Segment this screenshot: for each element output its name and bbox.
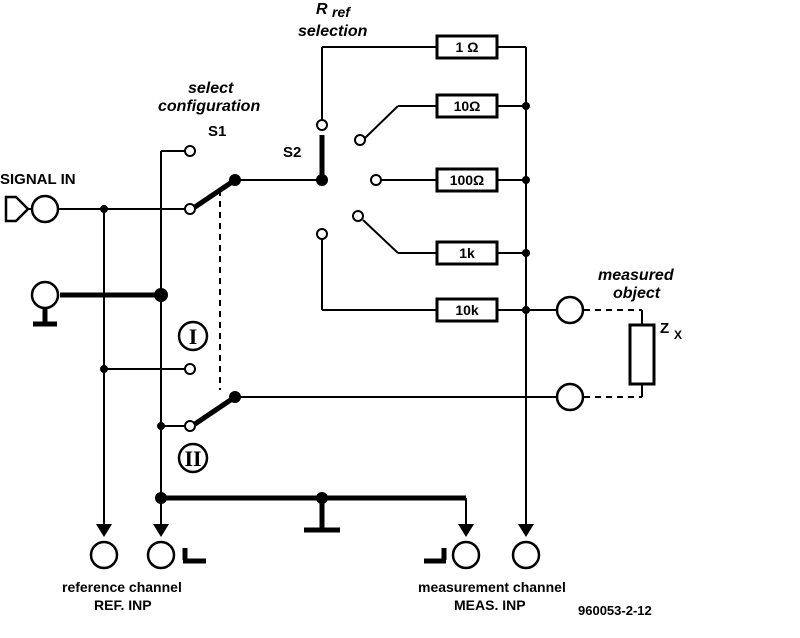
resistor-100ohm: 100Ω (435, 167, 499, 193)
resistor-10k: 10k (435, 297, 499, 323)
config-two-label: II (184, 446, 201, 471)
select-label: select (188, 80, 234, 97)
resistor-1k: 1k (435, 240, 499, 266)
meas-channel-terminal (511, 540, 541, 570)
zx-label-sub: X (674, 328, 682, 342)
config-two-marker: II (177, 442, 209, 474)
ground-terminal (30, 280, 60, 310)
configuration-label: configuration (158, 98, 260, 115)
rref-selection-label: selection (298, 23, 368, 40)
ground-symbols (33, 308, 447, 564)
object-label: object (613, 285, 661, 302)
resistor-label-1k: 1k (459, 245, 475, 261)
switch-s2 (316, 119, 382, 240)
s1-label: S1 (208, 123, 226, 140)
config-one-label: I (189, 324, 198, 349)
terminals (30, 194, 585, 570)
measured-object-terminal-bottom (555, 382, 585, 412)
signal-in-arrow (4, 195, 32, 223)
ref-channel-terminal (89, 540, 119, 570)
meas-ground-terminal (451, 540, 481, 570)
config-one-marker: I (177, 320, 209, 352)
arrow-heads (96, 524, 534, 537)
signal-in-label: SIGNAL IN (0, 171, 76, 188)
zx-label-z: Z (660, 320, 669, 337)
measured-object-terminal-top (555, 295, 585, 325)
resistor-label-10ohm: 10Ω (454, 98, 481, 114)
signal-in-terminal (30, 194, 60, 224)
s2-label: S2 (283, 144, 301, 161)
resistor-label-10k: 10k (455, 302, 479, 318)
resistor-label-1ohm: 1 Ω (456, 39, 479, 55)
resistor-1ohm: 1 Ω (435, 34, 499, 60)
junction-dots (100, 102, 530, 504)
ref-inp-label: REF. INP (94, 597, 152, 613)
ref-ground-terminal (146, 540, 176, 570)
figure-code-label: 960053-2-12 (578, 603, 652, 618)
switch-s1 (184, 145, 241, 432)
rref-label-r: R (316, 1, 328, 18)
resistor-10ohm: 10Ω (435, 93, 499, 119)
meas-inp-label: MEAS. INP (454, 597, 526, 613)
resistor-label-100ohm: 100Ω (450, 172, 485, 188)
rref-label-sub: ref (332, 4, 351, 20)
measured-object-zx (628, 323, 656, 386)
measurement-channel-label: measurement channel (418, 579, 566, 595)
measured-label: measured (598, 267, 675, 284)
reference-channel-label: reference channel (62, 579, 182, 595)
wires (59, 46, 643, 533)
